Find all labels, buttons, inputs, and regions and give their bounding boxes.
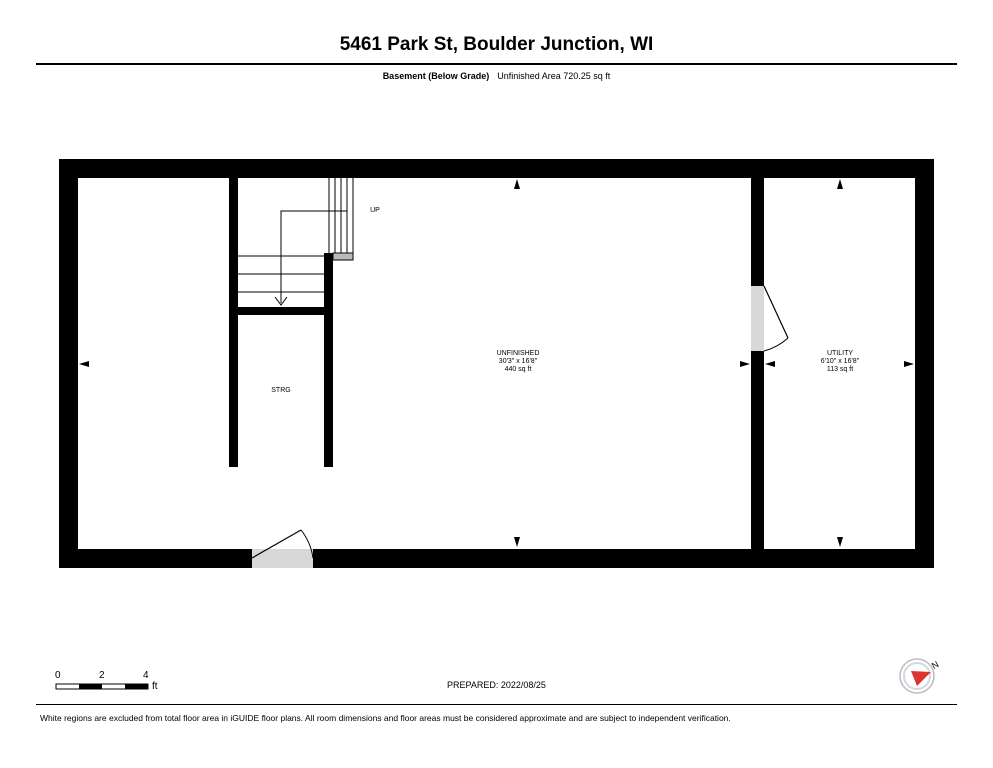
room-label-storage: STRG bbox=[271, 387, 291, 394]
scale-unit: ft bbox=[152, 681, 158, 692]
plan-title: 5461 Park St, Boulder Junction, WI bbox=[339, 34, 654, 55]
dimension-arrows bbox=[79, 179, 914, 547]
area-summary: Unfinished Area 720.25 sq ft bbox=[497, 71, 611, 81]
entry-door bbox=[251, 529, 314, 568]
footer-divider bbox=[36, 704, 957, 705]
stairs-up-label: UP bbox=[370, 207, 380, 214]
scale-tick-0: 0 bbox=[55, 670, 61, 681]
exterior-walls bbox=[59, 159, 934, 568]
room-area: 440 sq ft bbox=[504, 366, 532, 373]
utility-door bbox=[751, 285, 789, 352]
room-dimensions: 30'3" x 16'8" bbox=[498, 358, 538, 365]
header-divider bbox=[36, 63, 957, 65]
scale-tick-2: 2 bbox=[99, 670, 105, 681]
room-label-utility: UTILITY 6'10" x 16'8" 113 sq ft bbox=[790, 350, 890, 374]
room-name: UNFINISHED bbox=[496, 350, 540, 357]
room-dimensions: 6'10" x 16'8" bbox=[820, 358, 860, 365]
scale-tick-4: 4 bbox=[143, 670, 149, 681]
scale-bar bbox=[55, 683, 149, 690]
prepared-date: PREPARED: 2022/08/25 bbox=[447, 680, 546, 690]
interior-walls bbox=[229, 178, 764, 549]
level-subtitle: Basement (Below Grade) Unfinished Area 72… bbox=[0, 71, 993, 81]
room-name: UTILITY bbox=[826, 350, 854, 357]
disclaimer-text: White regions are excluded from total fl… bbox=[40, 713, 731, 723]
staircase bbox=[238, 178, 354, 306]
compass-icon bbox=[899, 658, 935, 694]
room-label-unfinished: UNFINISHED 30'3" x 16'8" 440 sq ft bbox=[468, 350, 568, 374]
level-name: Basement (Below Grade) bbox=[382, 71, 490, 81]
room-area: 113 sq ft bbox=[826, 366, 854, 373]
